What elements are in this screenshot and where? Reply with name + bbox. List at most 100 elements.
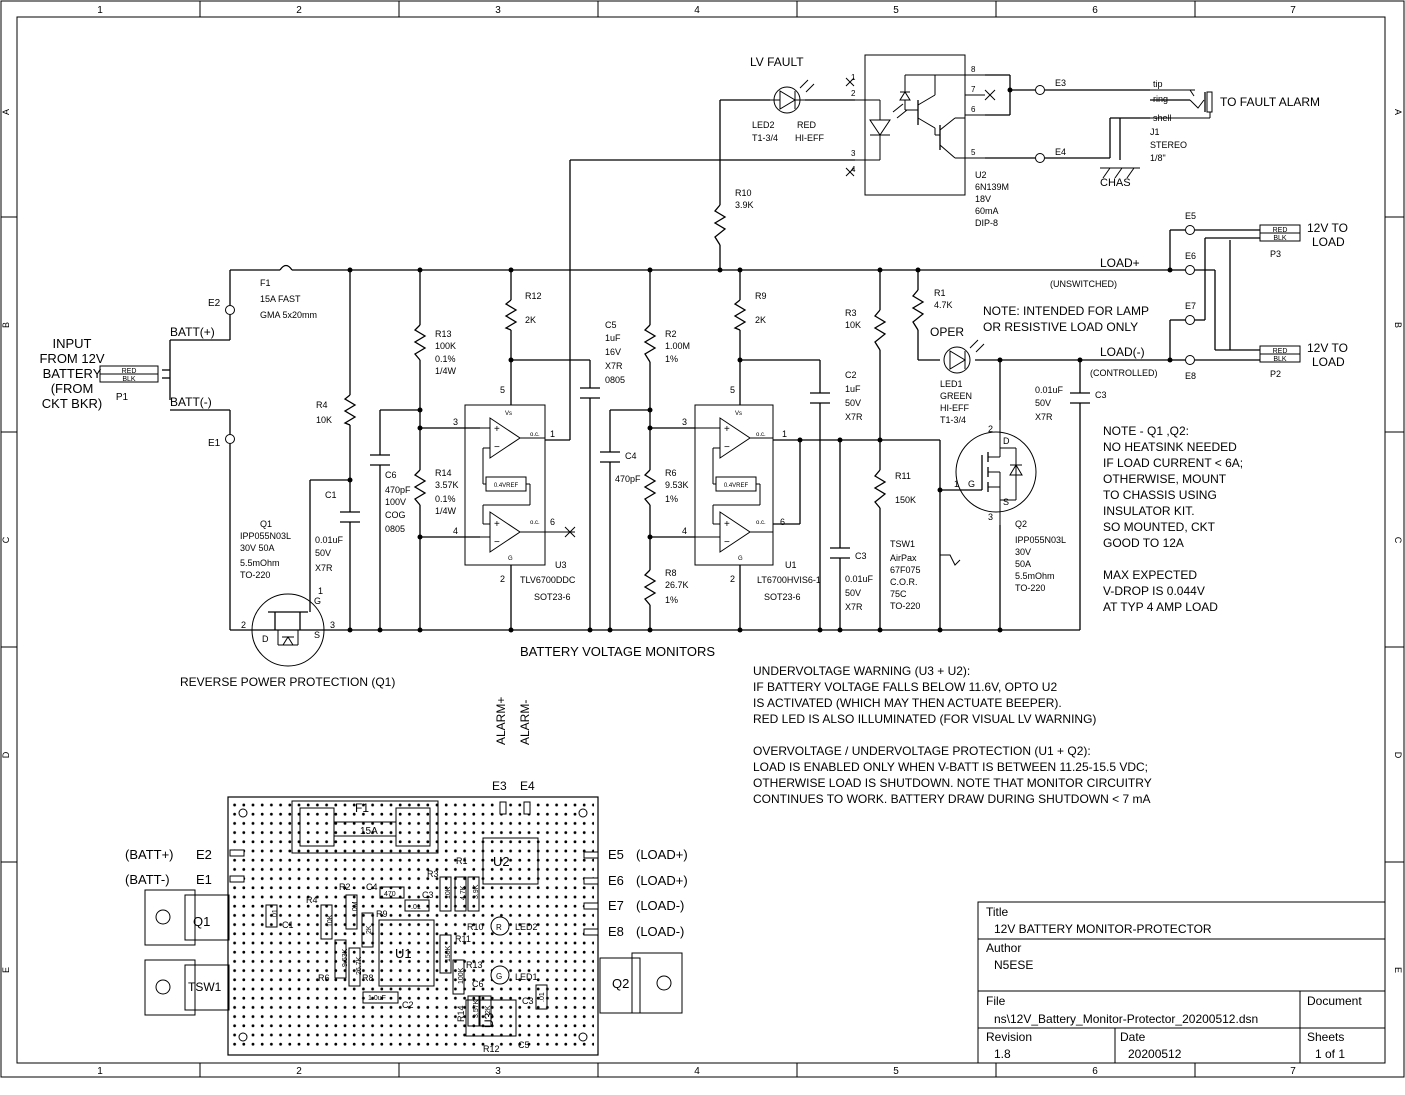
mosfet-q1: D S G 2 3 1 Q1 IPP055N03L 30V 50A 5.5mOh… [180, 519, 395, 689]
tsw1-label-line: TO-220 [890, 601, 920, 611]
u2-line: U2 [975, 170, 987, 180]
resistor-symbols [343, 204, 925, 606]
c6-label-line: 470pF [385, 485, 411, 495]
terminals [225, 85, 1195, 444]
layout-val: 9.53K [342, 948, 349, 967]
r4-ref: R4 [316, 400, 328, 410]
layout-e1: E1 [196, 872, 212, 887]
led2-line: HI-EFF [795, 133, 824, 143]
q1-label-line: 5.5mOhm [240, 558, 280, 568]
col-label: 7 [1290, 5, 1296, 16]
led1-caption: OPER [930, 325, 964, 339]
p2-ref: P2 [1270, 369, 1281, 379]
u1-pin: 4 [682, 526, 687, 536]
file-value: ns\12V_Battery_Monitor-Protector_2020051… [994, 1012, 1258, 1026]
u3-oc2: o.c. [530, 520, 540, 526]
c5-label-line: 1uF [605, 333, 621, 343]
desc-line: LOAD IS ENABLED ONLY WHEN V-BATT IS BETW… [753, 760, 1148, 774]
c5-label-line: 0805 [605, 375, 625, 385]
e6-label: E6 [1185, 251, 1196, 261]
u2-pin: 6 [971, 105, 976, 114]
junctions [347, 87, 1173, 633]
jack-j1: E3 E4 tip ring shell J1 STEREO 1/8" CHAS… [1055, 78, 1320, 189]
wires [162, 74, 1260, 631]
revision-value: 1.8 [994, 1047, 1011, 1061]
r8-label-line: 1% [665, 595, 678, 605]
q1-pin2: 2 [241, 620, 246, 630]
j1-line: STEREO [1150, 140, 1187, 150]
u1-pin: 5 [730, 385, 735, 395]
note-q-line: NO HEATSINK NEEDED [1103, 440, 1237, 454]
to-load-line: LOAD [1312, 355, 1345, 369]
col-label: 2 [296, 5, 302, 16]
optocoupler-u2: 2 1 3 4 8 7 6 5 U2 6N139M 18V 60mA DIP-8 [845, 54, 1009, 228]
layout-val: 10K [327, 914, 334, 927]
date-value: 20200512 [1128, 1047, 1182, 1061]
batt-pos-label: BATT(+) [170, 325, 215, 339]
terminal-e7 [1185, 315, 1195, 325]
e4-label: E4 [1055, 147, 1066, 157]
note-lamp-line: NOTE: INTENDED FOR LAMP [983, 304, 1149, 318]
r1-val: 4.7K [934, 300, 953, 310]
row-label: D [1, 751, 11, 758]
u2-pin: 4 [851, 165, 856, 174]
r14-label-line: R14 [435, 468, 452, 478]
sheets-value: 1 of 1 [1315, 1047, 1345, 1061]
j1-line: 1/8" [1150, 153, 1166, 163]
led1-line: T1-3/4 [940, 415, 966, 425]
terminal-e2 [225, 305, 235, 315]
col-label: 3 [495, 5, 501, 16]
col-label: 5 [893, 1066, 899, 1077]
j1-tip: tip [1153, 79, 1163, 89]
r1-ref: R1 [934, 288, 946, 298]
f1-ref: F1 [260, 278, 271, 288]
u1-pin: 6 [780, 517, 785, 527]
c3b-label-line: X7R [845, 602, 863, 612]
layout-ref: C1 [282, 920, 294, 930]
r13-label-line: 0.1% [435, 354, 456, 364]
layout-u2: U2 [493, 854, 510, 869]
u1-pin: 1 [782, 429, 787, 439]
note-q-line: INSULATOR KIT. [1103, 504, 1195, 518]
q1-g-label: G [314, 596, 321, 606]
q1-caption: REVERSE POWER PROTECTION (Q1) [180, 675, 395, 689]
tsw1-label-line: 75C [890, 589, 907, 599]
layout-val: 1.0M [352, 901, 359, 917]
chas-label: CHAS [1100, 177, 1131, 189]
u3-pin: 2 [500, 574, 505, 584]
note-q-line: NOTE - Q1 ,Q2: [1103, 424, 1189, 438]
layout-e7: E7 [608, 898, 624, 913]
u1-oc1: o.c. [756, 432, 766, 438]
note-q-line: OTHERWISE, MOUNT [1103, 472, 1227, 486]
led1-line: GREEN [940, 391, 972, 401]
r6-label-line: 1% [665, 494, 678, 504]
led1-line: HI-EFF [940, 403, 969, 413]
r11-val: 150K [895, 495, 916, 505]
c3-label-line: X7R [1035, 412, 1053, 422]
layout-f1-rating: 15A [360, 826, 378, 837]
layout-load5: (LOAD+) [636, 847, 688, 862]
led2-caption: LV FAULT [750, 55, 804, 69]
layout-ref: R13 [466, 960, 483, 970]
e8-label: E8 [1185, 371, 1196, 381]
u1-plus: + [724, 519, 730, 530]
author-label: Author [986, 941, 1021, 955]
title-block: Title 12V BATTERY MONITOR-PROTECTOR Auth… [977, 901, 1386, 1064]
p3-blk: BLK [1273, 235, 1287, 242]
u3-plus: + [494, 519, 500, 530]
c3-ref: C3 [1095, 390, 1107, 400]
layout-ref: C3 [422, 890, 434, 900]
r9-ref: R9 [755, 291, 767, 301]
row-label: E [1393, 967, 1403, 973]
tsw1-label-line: AirPax [890, 553, 917, 563]
terminal-e5 [1185, 225, 1195, 235]
layout-led2: LED2 [515, 922, 538, 932]
u3-part: TLV6700DDC [520, 575, 576, 585]
tsw1-label-line: C.O.R. [890, 577, 918, 587]
u3-minus: − [494, 442, 500, 453]
u3-ref: U3 [555, 560, 567, 570]
u3-minus: − [494, 537, 500, 548]
fault-alarm-label: TO FAULT ALARM [1220, 95, 1320, 109]
r13-label-line: 1/4W [435, 366, 457, 376]
j1-ring: ring [1153, 94, 1168, 104]
